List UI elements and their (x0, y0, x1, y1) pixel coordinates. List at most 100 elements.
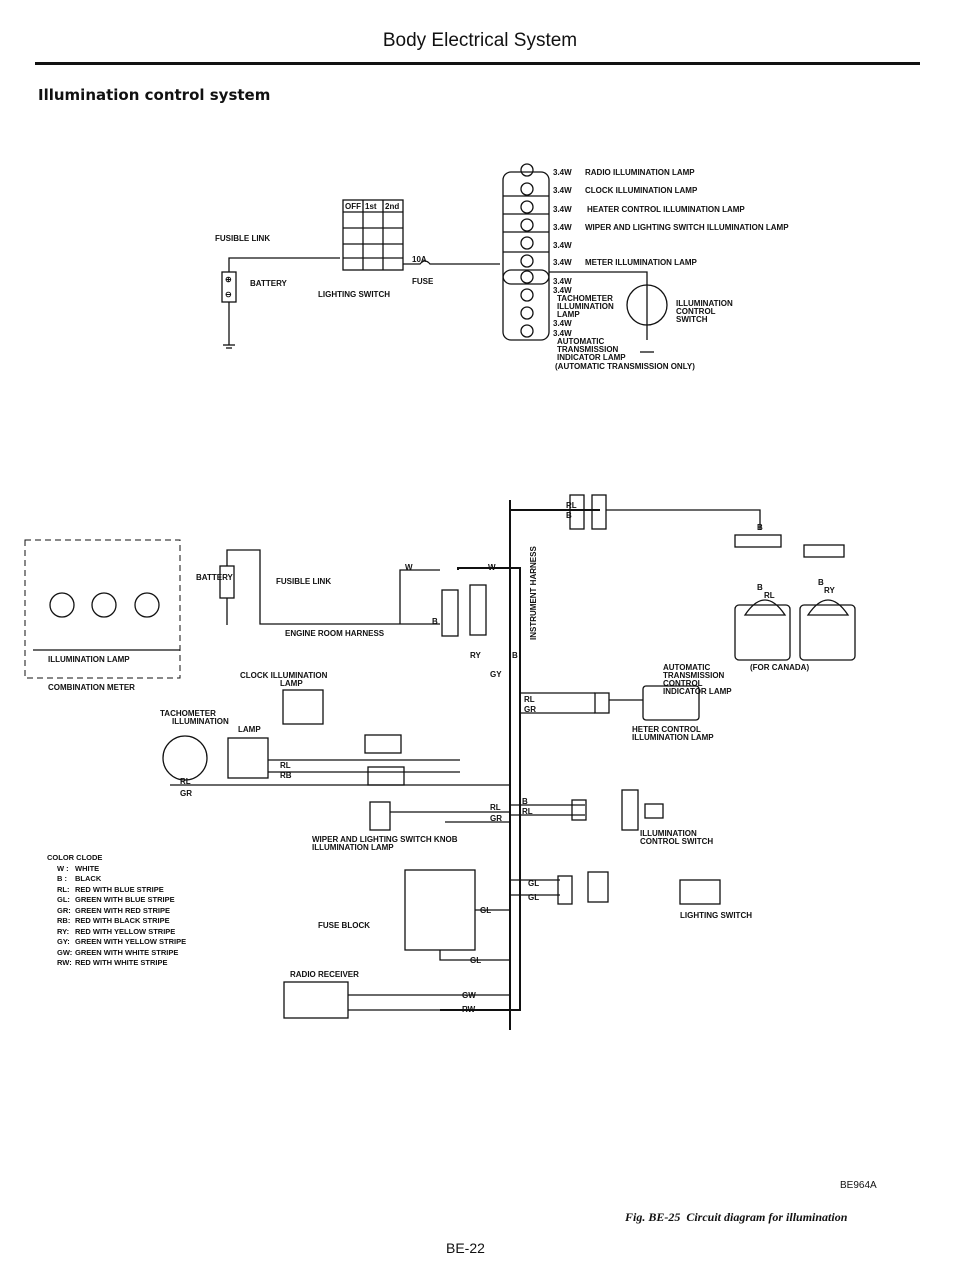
svg-text:RADIO ILLUMINATION LAMP: RADIO ILLUMINATION LAMP (585, 168, 695, 177)
svg-text:B: B (818, 578, 824, 587)
svg-text:GR: GR (180, 789, 192, 798)
svg-text:RL: RL (280, 761, 291, 770)
svg-text:WIPER AND LIGHTING SWITCH ILLU: WIPER AND LIGHTING SWITCH ILLUMINATION L… (585, 223, 789, 232)
combination-meter-label: COMBINATION METER (48, 683, 135, 692)
svg-text:RL: RL (490, 803, 501, 812)
svg-text:B: B (512, 651, 518, 660)
figure-caption: Fig. BE-25 Circuit diagram for illuminat… (625, 1210, 848, 1224)
svg-text:3.4W: 3.4W (553, 223, 572, 232)
svg-text:B: B (522, 797, 528, 806)
svg-text:TACHOMETER: TACHOMETER (160, 709, 216, 718)
svg-text:GL: GL (480, 906, 491, 915)
svg-text:WIPER AND LIGHTING SWITCH KNOB: WIPER AND LIGHTING SWITCH KNOB (312, 835, 458, 844)
svg-text:CLOCK ILLUMINATION LAMP: CLOCK ILLUMINATION LAMP (585, 186, 698, 195)
section-title: Illumination control system (38, 86, 271, 104)
svg-text:CONTROL: CONTROL (663, 679, 703, 688)
for-canada-label: (FOR CANADA) (750, 663, 809, 672)
svg-text:RB: RB (280, 771, 292, 780)
svg-text:3.4W: 3.4W (553, 168, 572, 177)
svg-text:RL: RL (180, 777, 191, 786)
svg-text:ILLUMINATION LAMP: ILLUMINATION LAMP (312, 843, 394, 852)
svg-text:AUTOMATIC: AUTOMATIC (663, 663, 710, 672)
svg-text:TACHOMETER: TACHOMETER (557, 294, 613, 303)
lighting-switch-label: LIGHTING SWITCH (318, 290, 390, 299)
fuse-block-label: FUSE BLOCK (318, 921, 370, 930)
illumination-control-switch-symbol (626, 284, 668, 326)
svg-text:HEATER CONTROL ILLUMINATION LA: HEATER CONTROL ILLUMINATION LAMP (587, 205, 745, 214)
svg-text:⊕: ⊕ (225, 275, 232, 284)
fuse-block-icon (404, 869, 476, 951)
svg-text:LAMP: LAMP (557, 310, 580, 319)
svg-text:ILLUMINATION: ILLUMINATION (172, 717, 229, 726)
svg-text:GR: GR (524, 705, 536, 714)
svg-text:(AUTOMATIC TRANSMISSION ONLY): (AUTOMATIC TRANSMISSION ONLY) (555, 362, 695, 371)
page-number: BE-22 (446, 1240, 485, 1256)
radio-receiver-label: RADIO RECEIVER (290, 970, 359, 979)
svg-text:⊖: ⊖ (225, 290, 232, 299)
svg-text:RL: RL (566, 501, 577, 510)
bottom-harness: ILLUMINATION LAMP COMBINATION METER BATT… (24, 494, 856, 1030)
control-switch-label: SWITCH (676, 315, 708, 324)
svg-text:W: W (488, 563, 496, 572)
control-switch-label: ILLUMINATION (676, 299, 733, 308)
svg-text:AUTOMATIC: AUTOMATIC (557, 337, 604, 346)
svg-text:METER ILLUMINATION LAMP: METER ILLUMINATION LAMP (585, 258, 698, 267)
battery-label: BATTERY (250, 279, 288, 288)
svg-text:GL: GL (470, 956, 481, 965)
svg-text:B: B (432, 617, 438, 626)
svg-text:INDICATOR LAMP: INDICATOR LAMP (663, 687, 732, 696)
svg-text:ILLUMINATION: ILLUMINATION (640, 829, 697, 838)
figure-id: BE964A (840, 1180, 877, 1191)
svg-text:CONTROL SWITCH: CONTROL SWITCH (640, 837, 713, 846)
svg-text:3.4W: 3.4W (553, 258, 572, 267)
svg-text:RY: RY (470, 651, 481, 660)
tachometer-icon (162, 735, 208, 781)
lighting-switch-table (342, 199, 404, 271)
svg-text:3.4W: 3.4W (553, 205, 572, 214)
top-schematic: ⊕⊖ FUSIBLE LINK BATTERY OFF 1st 2nd 10A … (215, 163, 789, 371)
fusible-link-label: FUSIBLE LINK (215, 234, 270, 243)
illumination-lamp-label: ILLUMINATION LAMP (48, 655, 130, 664)
lighting-switch-label: LIGHTING SWITCH (680, 911, 752, 920)
fuse-label: FUSE (412, 277, 434, 286)
svg-text:B: B (757, 523, 763, 532)
svg-text:TRANSMISSION: TRANSMISSION (557, 345, 619, 354)
svg-text:3.4W: 3.4W (553, 286, 572, 295)
radio-receiver-icon (283, 981, 349, 1019)
svg-text:GY: GY (490, 670, 502, 679)
switch-col-off: OFF (345, 202, 361, 211)
wiper-switch-icon (369, 801, 391, 831)
color-code-legend: COLOR CLODE W :WHITE B :BLACK RL:RED WIT… (47, 853, 187, 967)
svg-text:GW: GW (462, 991, 476, 1000)
svg-text:LAMP: LAMP (280, 679, 303, 688)
svg-text:GL: GL (528, 879, 539, 888)
svg-text:CLOCK ILLUMINATION: CLOCK ILLUMINATION (240, 671, 328, 680)
svg-text:ILLUMINATION: ILLUMINATION (557, 302, 614, 311)
svg-text:GR: GR (490, 814, 502, 823)
color-code-title: COLOR CLODE (47, 853, 103, 862)
instrument-harness-label: INSTRUMENT HARNESS (529, 546, 538, 640)
lamp-icons (520, 163, 534, 338)
svg-text:3.4W: 3.4W (553, 241, 572, 250)
svg-text:RW: RW (462, 1005, 476, 1014)
page-header: Body Electrical System (382, 30, 578, 51)
engine-room-harness-label: ENGINE ROOM HARNESS (285, 629, 385, 638)
svg-text:LAMP: LAMP (238, 725, 261, 734)
svg-text:RL: RL (524, 695, 535, 704)
header-rule (35, 62, 920, 65)
svg-text:3.4W: 3.4W (553, 186, 572, 195)
fuse-rating: 10A (412, 255, 427, 264)
svg-text:RL: RL (522, 807, 533, 816)
fusible-link-label: FUSIBLE LINK (276, 577, 331, 586)
svg-text:B: B (757, 583, 763, 592)
svg-text:3.4W: 3.4W (553, 329, 572, 338)
clock-icon (282, 689, 324, 725)
svg-text:W: W (405, 563, 413, 572)
control-switch-label: CONTROL (676, 307, 716, 316)
svg-text:INDICATOR LAMP: INDICATOR LAMP (557, 353, 626, 362)
svg-text:TRANSMISSION: TRANSMISSION (663, 671, 725, 680)
svg-text:3.4W: 3.4W (553, 277, 572, 286)
battery-label: BATTERY (196, 573, 234, 582)
